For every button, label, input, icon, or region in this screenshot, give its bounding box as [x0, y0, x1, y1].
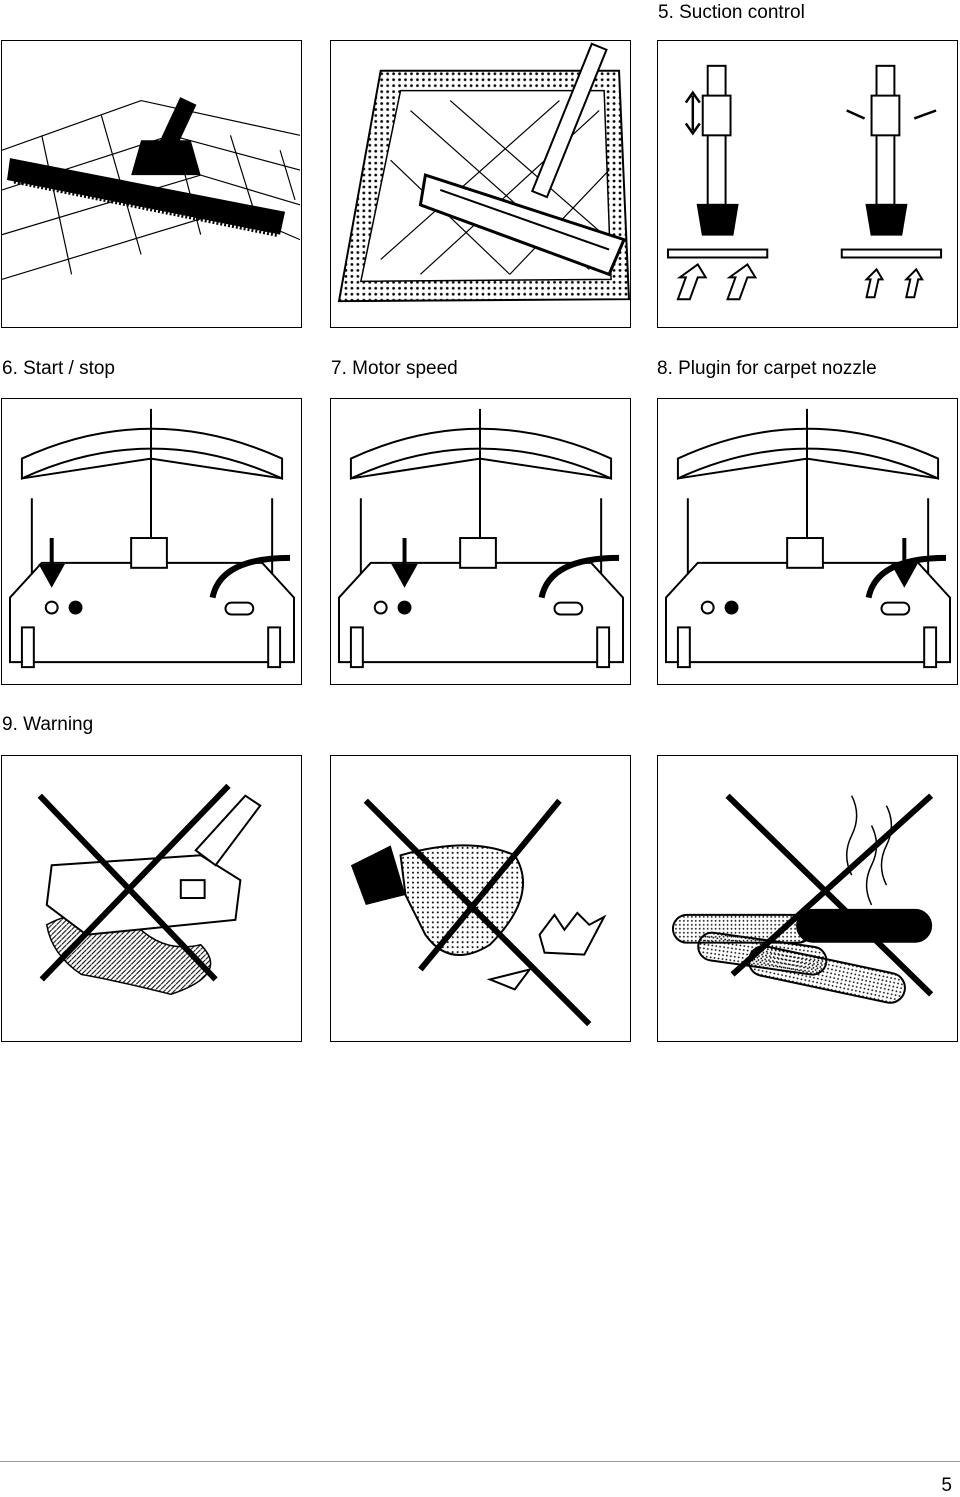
tube-regulator-illustration: [657, 40, 958, 328]
vacuum-speed-drawing: [338, 408, 624, 669]
carpet-nozzle-illustration: [330, 40, 631, 328]
vacuum-start-drawing: [8, 408, 295, 669]
no-hot-ashes-drawing: [671, 793, 934, 1004]
warning-ashes-illustration: [657, 755, 958, 1042]
tube-regulator-drawing: [666, 64, 943, 301]
plugin-carpet-illustration: [657, 398, 958, 685]
vacuum-socket-drawing: [665, 408, 951, 669]
section-6-heading: 6. Start / stop: [2, 358, 115, 379]
start-stop-illustration: [1, 398, 302, 685]
warning-glass-illustration: [330, 755, 631, 1042]
footer-rule: [0, 1461, 960, 1462]
warning-liquid-illustration: [1, 755, 302, 1042]
section-9-heading: 9. Warning: [2, 714, 94, 735]
no-glass-drawing: [350, 798, 607, 1027]
section-8-heading: 8. Plugin for carpet nozzle: [657, 358, 877, 379]
floor-nozzle-illustration: [1, 40, 302, 328]
floor-nozzle-drawing: [2, 97, 301, 280]
section-5-heading: 5. Suction control: [658, 2, 805, 23]
carpet-nozzle-drawing: [337, 42, 630, 303]
motor-speed-illustration: [330, 398, 631, 685]
section-7-heading: 7. Motor speed: [331, 358, 458, 379]
no-liquid-drawing: [37, 783, 262, 996]
page-number: 5: [941, 1475, 952, 1496]
